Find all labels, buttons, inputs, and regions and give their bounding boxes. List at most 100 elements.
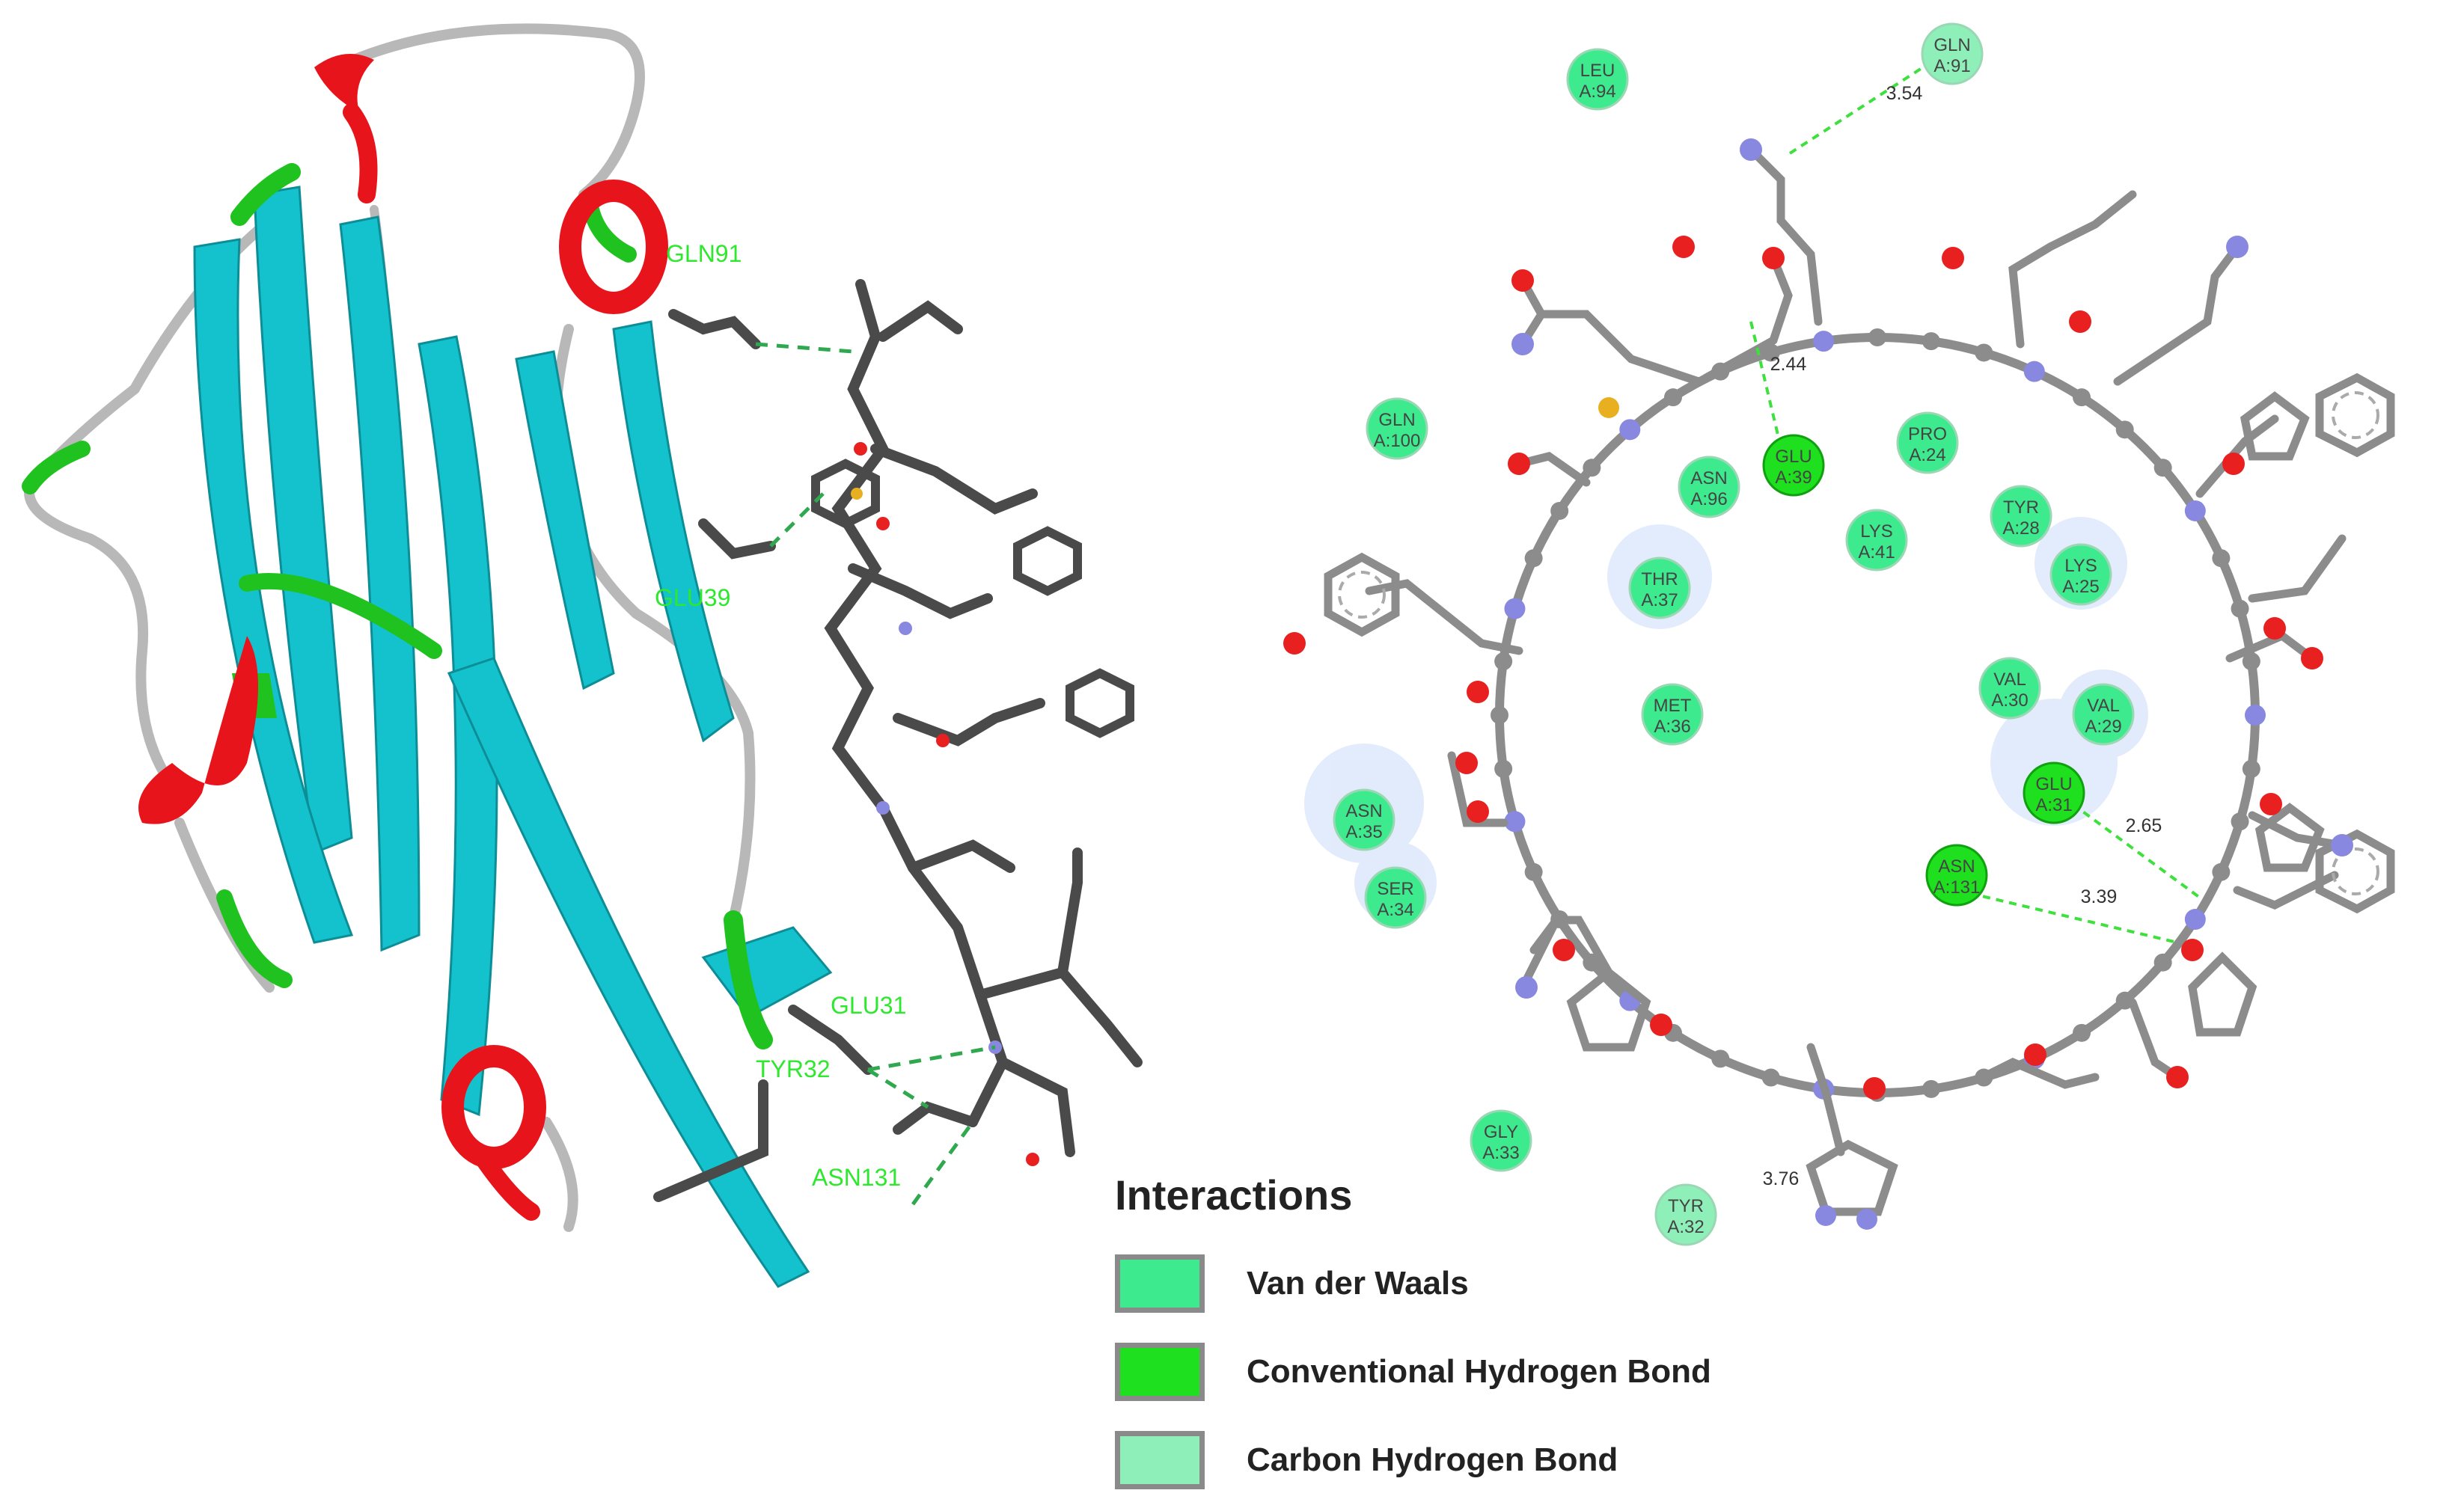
turn-segment [239,572,442,659]
interaction-legend: Interactions Van der Waals Conventional … [1115,1171,1863,1511]
residue-disc [1364,866,1427,929]
residue-id: A:96 [1690,489,1727,509]
residue-disc [2049,543,2112,606]
residue-name: LEU [1580,61,1615,81]
svg-text:3.54: 3.54 [1886,83,1923,104]
residue-id: A:31 [2035,795,2072,815]
residue-label-3d: GLU39 [655,584,730,611]
residue-disc [1641,683,1704,746]
nitrogen-atom [1619,419,1641,441]
carbon-atom [2153,459,2172,477]
carbon-atom [2073,388,2091,407]
residue-disc [2023,761,2085,824]
distance-labels: 3.54 2.44 2.65 3.39 3.76 [1763,83,2162,1189]
svg-text:2.65: 2.65 [2126,815,2162,836]
legend-item-carbon-hbond: Carbon Hydrogen Bond [1115,1423,1863,1498]
turn-segment [22,441,91,494]
carbon-atom [2212,549,2231,568]
nitrogen-atom [1504,598,1526,619]
residue-disc [1678,456,1740,518]
coil-loop [331,23,645,200]
residue-id: A:39 [1775,468,1812,488]
ligand-ring [1066,668,1134,738]
residue-label-3d: GLN91 [666,240,742,267]
residue-disc [1762,434,1825,497]
residue-name: ASN [1938,856,1975,877]
beta-strand [253,186,353,855]
residue-name: THR [1641,569,1678,589]
residue-id: A:100 [1374,431,1421,451]
residue-id: A:35 [1345,822,1382,842]
alpha-helix [138,636,258,824]
carbon-atom [1922,1079,1940,1098]
carbon-atom [2231,599,2249,618]
residue-id: A:41 [1858,542,1895,563]
alpha-helix [343,103,378,203]
alpha-helix [470,1143,540,1221]
ligand-ring [1013,526,1082,596]
residue-name: SER [1377,879,1413,899]
nitrogen-atom [2245,705,2266,726]
turn-segment [216,889,293,988]
backbone-atoms [1491,328,2266,1102]
carbon-atom [1761,1068,1780,1087]
svg-text:2.44: 2.44 [1770,354,1807,375]
residue-label-3d: ASN131 [812,1164,901,1191]
residue-id: A:33 [1482,1143,1519,1163]
legend-swatch-carbon-hbond [1115,1431,1205,1489]
residue-label-3d: GLU31 [831,992,906,1019]
residue-disc [1333,788,1395,851]
carbon-atom [1494,652,1513,671]
residue-id: A:24 [1909,445,1945,465]
residue-disc [1978,657,2041,720]
residue-name: GLU [2035,774,2072,794]
protein-3d-panel: GLN91 GLU39 GLU31 TYR32 ASN131 [22,23,1143,1288]
residue-id: A:34 [1377,900,1413,920]
residue-label-3d: TYR32 [756,1055,831,1082]
heteroatoms [1283,138,2353,1230]
residue-disc [2072,683,2135,746]
residue-name: GLN [1378,410,1415,430]
residue-id: A:94 [1579,82,1615,102]
coil-loop [541,1117,578,1232]
interacting-residues: LEUA:94GLNA:91GLNA:100ASNA:96GLUA:39PROA… [1333,22,2135,1246]
turn-segment [724,910,773,1049]
carbon-atom [1524,549,1543,568]
aromatic-rings-inner [1338,391,2379,895]
beta-strand [447,657,810,1288]
legend-title: Interactions [1115,1171,1353,1219]
residue-disc [1921,22,1984,85]
residue-id: A:91 [1933,56,1970,76]
beta-strand [701,926,833,1019]
residue-disc [1566,48,1629,111]
carbon-atom [1922,332,1940,351]
residue-id: A:131 [1933,877,1981,898]
ligand-ring [811,459,880,529]
legend-label: Van der Waals [1247,1265,1469,1302]
coil-loop [24,204,290,791]
nitrogen-atom [1504,811,1526,833]
residue-id: A:25 [2062,577,2099,597]
carbon-atom [1868,328,1886,346]
residue-id: A:36 [1654,717,1690,737]
residue-disc [1990,485,2052,548]
turn-segment [230,163,301,226]
legend-swatch-vdw [1115,1254,1205,1313]
residue-id: A:28 [2002,518,2039,539]
turn-segment [583,201,637,263]
residue-disc [1925,844,1988,907]
residue-name: TYR [2003,497,2039,518]
svg-text:3.76: 3.76 [1763,1168,1800,1189]
